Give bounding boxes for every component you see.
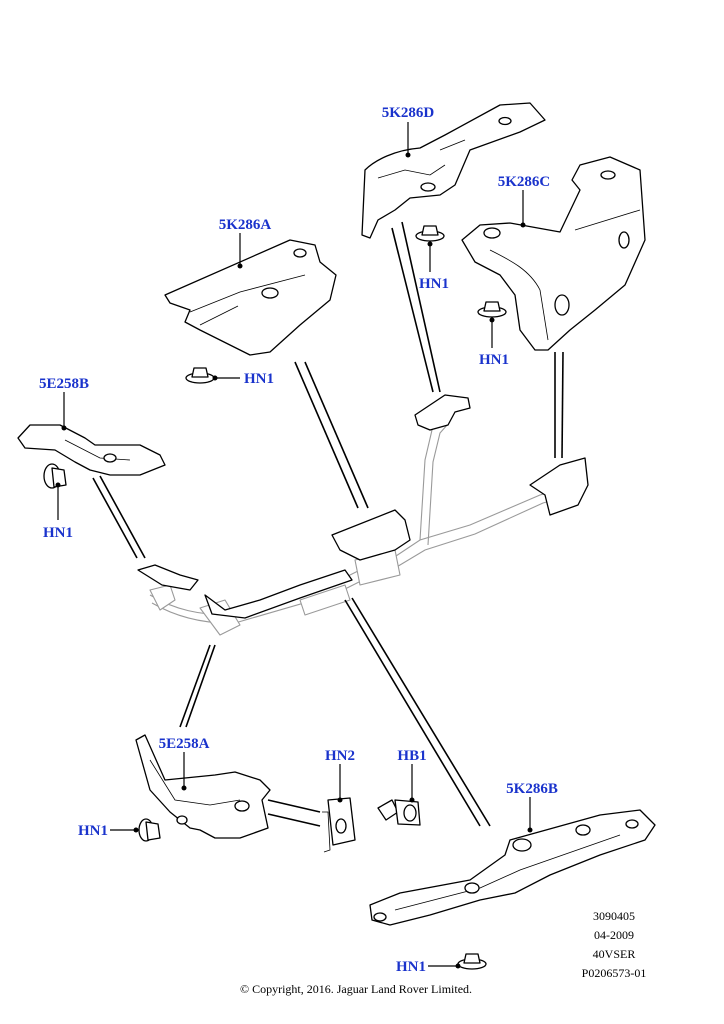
part-labels: 5K286D 5K286C 5K286A HN1 HN1 HN1 5E258B … [39,105,558,975]
nut-hn1-b [43,463,67,489]
label-hn2: HN2 [325,748,355,764]
label-5k286c: 5K286C [498,174,551,190]
nut-hn1-c [477,301,507,318]
label-5e258b: 5E258B [39,376,89,392]
nut-hn1-f [457,953,487,970]
heat-shield-5k286a [164,239,337,356]
bolt-hb1 [377,799,421,826]
heat-shield-5k286b [369,809,656,926]
reference-block: 3090405 04-2009 40VSER P0206573-01 [582,909,647,980]
label-hn1-a: HN1 [244,371,274,387]
fasteners [43,225,507,970]
heat-shield-5e258b [17,424,166,476]
heat-shield-5k286c [461,156,646,351]
leader-lines [55,122,533,969]
heat-shield-5e258a [135,734,271,839]
assembly-lines [92,221,564,827]
label-hn1-c: HN1 [479,352,509,368]
label-5e258a: 5E258A [159,736,210,752]
heat-shield-5k286d [361,102,546,239]
label-5k286b: 5K286B [506,781,558,797]
nut-hn1-a [185,367,215,384]
ref-line-3: 40VSER [593,947,636,961]
ref-line-2: 04-2009 [594,928,634,942]
label-hn1-b: HN1 [43,525,73,541]
clip-hn2 [322,797,356,853]
nut-hn1-d [415,225,445,242]
ref-line-4: P0206573-01 [582,966,647,980]
label-hn1-f: HN1 [396,959,426,975]
label-hn1-d: HN1 [419,276,449,292]
copyright-notice: © Copyright, 2016. Jaguar Land Rover Lim… [240,982,472,996]
nut-hn1-e [138,818,161,842]
label-hb1: HB1 [397,748,426,764]
installed-shields [137,394,589,619]
label-5k286d: 5K286D [382,105,435,121]
label-5k286a: 5K286A [219,217,272,233]
label-hn1-e: HN1 [78,823,108,839]
ref-line-1: 3090405 [593,909,635,923]
